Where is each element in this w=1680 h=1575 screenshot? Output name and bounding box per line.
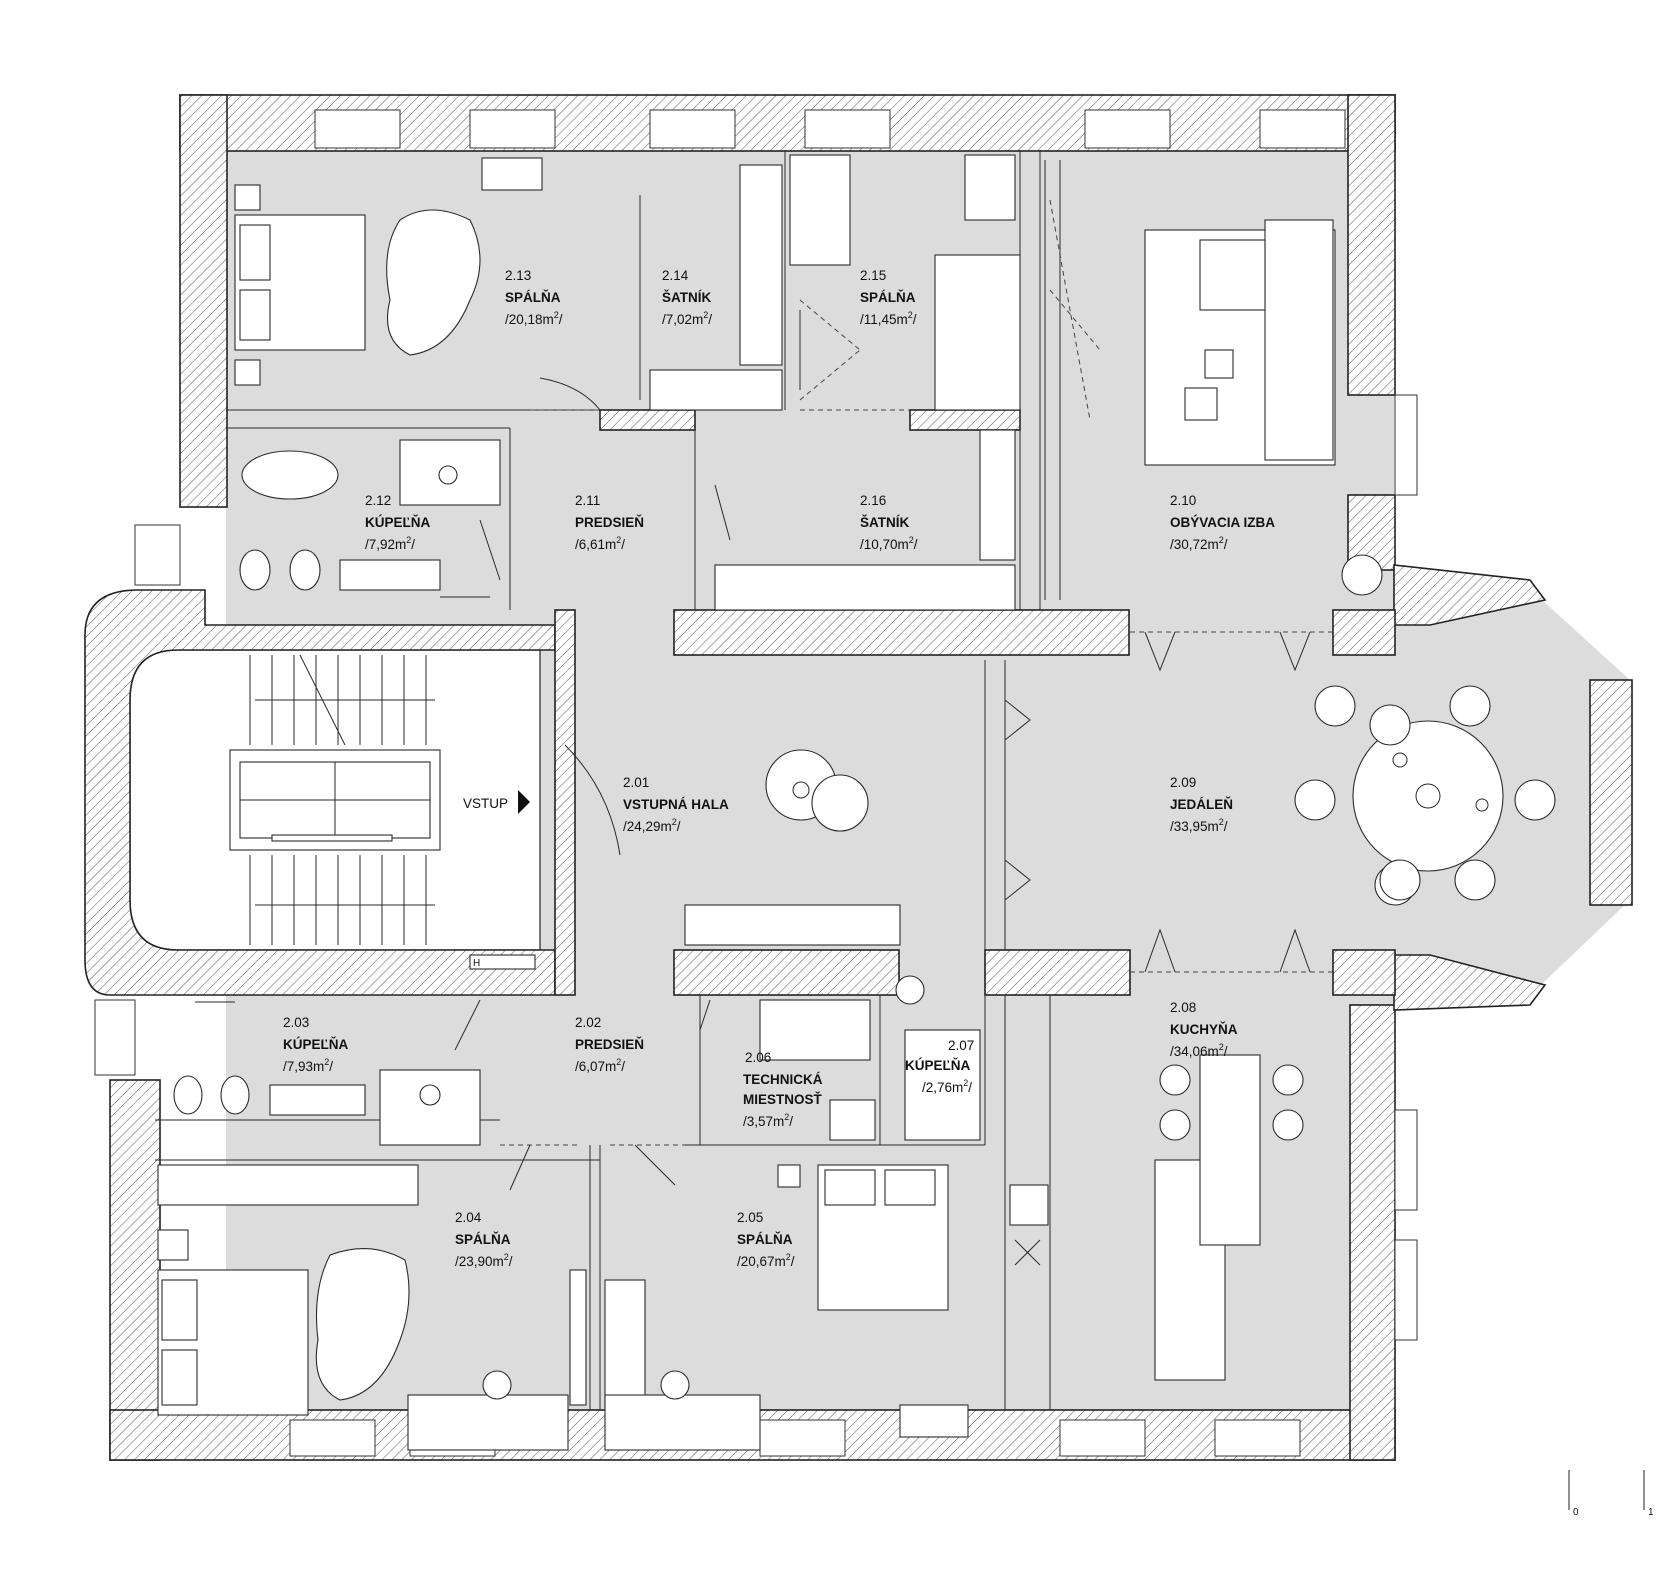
room-label-2-11: 2.11 PREDSIEŇ /6,61m2/: [575, 493, 644, 552]
scale-start: 0: [1573, 1507, 1579, 1518]
room-area: /3,57m2/: [743, 1112, 793, 1129]
partitions: [155, 150, 1333, 1410]
room-area: /30,72m2/: [1170, 535, 1228, 552]
room-name: PREDSIEŇ: [575, 515, 644, 530]
room-number: 2.16: [860, 493, 886, 508]
room-name: SPÁLŇA: [505, 290, 561, 305]
room-number: 2.01: [623, 775, 649, 790]
room-name: KÚPEĽŇA: [283, 1037, 349, 1052]
room-name: JEDÁLEŇ: [1170, 797, 1233, 812]
room-number: 2.08: [1170, 1000, 1196, 1015]
room-label-2-01: 2.01 VSTUPNÁ HALA /24,29m2/: [623, 775, 729, 834]
room-label-2-05: 2.05 SPÁLŇA /20,67m2/: [737, 1210, 795, 1269]
room-number: 2.10: [1170, 493, 1196, 508]
room-name: ŠATNÍK: [860, 515, 909, 530]
room-name: KUCHYŇA: [1170, 1022, 1238, 1037]
room-name: SPÁLŇA: [860, 290, 916, 305]
room-label-2-09: 2.09 JEDÁLEŇ /33,95m2/: [1170, 775, 1233, 834]
room-label-2-10: 2.10 OBÝVACIA IZBA /30,72m2/: [1170, 493, 1275, 552]
meter-label: H: [473, 958, 480, 969]
room-name: KÚPEĽŇA: [365, 515, 431, 530]
furniture: [157, 154, 1556, 1451]
room-area: /34,06m2/: [1170, 1042, 1228, 1059]
room-name: PREDSIEŇ: [575, 1037, 644, 1052]
room-name: SPÁLŇA: [455, 1232, 511, 1247]
room-number: 2.06: [745, 1050, 771, 1065]
room-number: 2.07: [948, 1038, 974, 1053]
room-area: /20,18m2/: [505, 310, 563, 327]
room-number: 2.09: [1170, 775, 1196, 790]
room-name: SPÁLŇA: [737, 1232, 793, 1247]
room-label-2-13: 2.13 SPÁLŇA /20,18m2/: [505, 268, 563, 327]
room-number: 2.13: [505, 268, 531, 283]
room-labels: 2.13 SPÁLŇA /20,18m2/ 2.14 ŠATNÍK /7,02m…: [283, 268, 1275, 1269]
room-area: /7,02m2/: [662, 310, 712, 327]
scale-end: 1: [1648, 1507, 1654, 1518]
meter-box: H: [469, 954, 536, 970]
room-number: 2.02: [575, 1015, 601, 1030]
room-area: /2,76m2/: [922, 1078, 972, 1095]
room-area: /6,07m2/: [575, 1057, 625, 1074]
room-area: /20,67m2/: [737, 1252, 795, 1269]
staircase: [129, 649, 541, 951]
room-name: OBÝVACIA IZBA: [1170, 515, 1275, 530]
room-label-2-07: 2.07 KÚPEĽŇA /2,76m2/: [905, 1038, 974, 1095]
room-area: /7,92m2/: [365, 535, 415, 552]
room-number: 2.11: [575, 493, 600, 508]
room-name: TECHNICKÁ: [743, 1072, 823, 1087]
room-label-2-15: 2.15 SPÁLŇA /11,45m2/: [860, 268, 917, 327]
room-area: /24,29m2/: [623, 817, 681, 834]
room-label-2-12: 2.12 KÚPEĽŇA /7,92m2/: [365, 493, 431, 552]
room-label-2-08: 2.08 KUCHYŇA /34,06m2/: [1170, 1000, 1238, 1059]
room-label-2-04: 2.04 SPÁLŇA /23,90m2/: [455, 1210, 513, 1269]
entrance-label: VSTUP: [463, 796, 508, 811]
room-name: ŠATNÍK: [662, 290, 711, 305]
room-number: 2.03: [283, 1015, 309, 1030]
room-name: VSTUPNÁ HALA: [623, 797, 729, 812]
room-number: 2.04: [455, 1210, 482, 1225]
room-number: 2.12: [365, 493, 391, 508]
room-area: /23,90m2/: [455, 1252, 513, 1269]
room-area: /33,95m2/: [1170, 817, 1228, 834]
room-area: /6,61m2/: [575, 535, 625, 552]
entrance-marker: VSTUP: [463, 790, 530, 814]
room-area: /10,70m2/: [860, 535, 918, 552]
windows: [94, 109, 1418, 1457]
room-label-2-14: 2.14 ŠATNÍK /7,02m2/: [662, 268, 712, 327]
room-name: KÚPEĽŇA: [905, 1058, 971, 1073]
room-number: 2.15: [860, 268, 886, 283]
scale-bar: 0 1: [1568, 1470, 1654, 1518]
room-label-2-02: 2.02 PREDSIEŇ /6,07m2/: [575, 1015, 644, 1074]
room-area: /7,93m2/: [283, 1057, 333, 1074]
room-area: /11,45m2/: [860, 310, 917, 327]
room-number: 2.05: [737, 1210, 763, 1225]
entrance-arrow-icon: [518, 790, 530, 814]
room-number: 2.14: [662, 268, 689, 283]
room-label-2-03: 2.03 KÚPEĽŇA /7,93m2/: [283, 1015, 349, 1074]
room-name-line-2: MIESTNOSŤ: [743, 1092, 823, 1107]
room-label-2-06: 2.06 TECHNICKÁ MIESTNOSŤ /3,57m2/: [743, 1050, 823, 1129]
room-label-2-16: 2.16 ŠATNÍK /10,70m2/: [860, 493, 918, 552]
